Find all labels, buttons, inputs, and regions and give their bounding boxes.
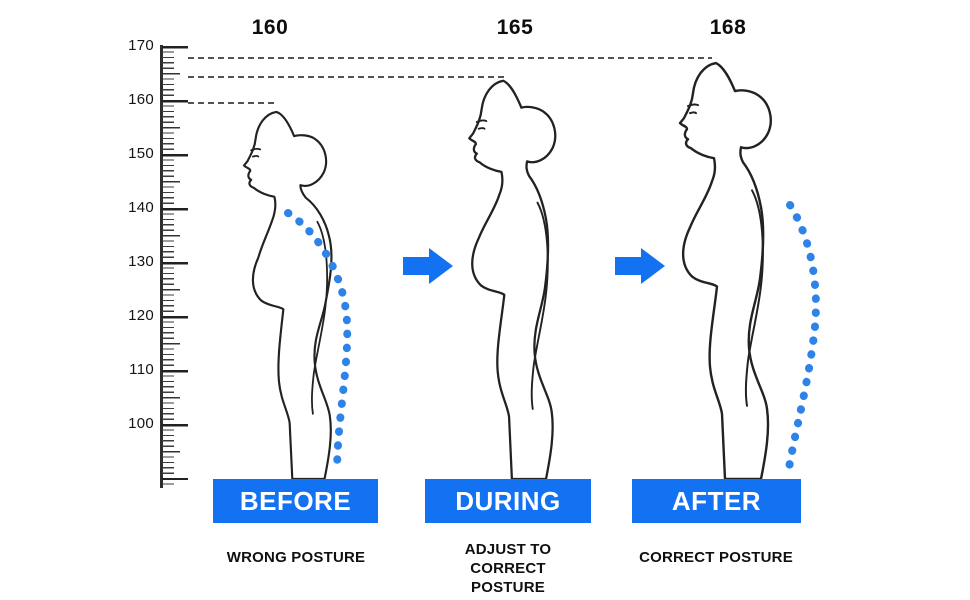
ruler-label-100: 100 (128, 415, 154, 432)
arm-line (530, 201, 549, 410)
ruler-label-160: 160 (128, 91, 154, 108)
figure-after-silhouette (678, 61, 772, 479)
ruler-label-120: 120 (128, 307, 154, 324)
body-outline (678, 61, 772, 479)
ruler-label-130: 130 (128, 253, 154, 270)
eyebrow-line (475, 119, 488, 123)
ruler-label-150: 150 (128, 145, 154, 162)
height-value-after: 168 (709, 16, 747, 39)
eye-line (689, 111, 697, 115)
ruler-edge-line (160, 45, 163, 488)
figure-before-silhouette (242, 110, 333, 479)
figure-during-silhouette (468, 79, 557, 479)
caption-before: WRONG POSTURE (226, 549, 366, 566)
eyebrow-line (687, 103, 699, 108)
caption-after: CORRECT POSTURE (639, 549, 793, 566)
eyebrow-line (250, 147, 261, 152)
stage-badge-before: BEFORE (213, 479, 378, 523)
body-outline (242, 110, 333, 479)
ruler-label-140: 140 (128, 199, 154, 216)
ruler-major-ticks (162, 46, 188, 480)
height-value-before: 160 (251, 16, 289, 39)
body-outline (468, 79, 557, 479)
height-value-during: 165 (496, 16, 534, 39)
ruler-label-170: 170 (128, 37, 154, 54)
stage-badge-after: AFTER (632, 479, 801, 523)
eye-line (252, 155, 260, 158)
caption-during: ADJUST TO CORRECT POSTURE (464, 541, 552, 596)
eye-line (477, 127, 486, 130)
ruler-label-110: 110 (129, 361, 154, 378)
stage-badge-during: DURING (425, 479, 591, 523)
arm-line (744, 189, 764, 407)
